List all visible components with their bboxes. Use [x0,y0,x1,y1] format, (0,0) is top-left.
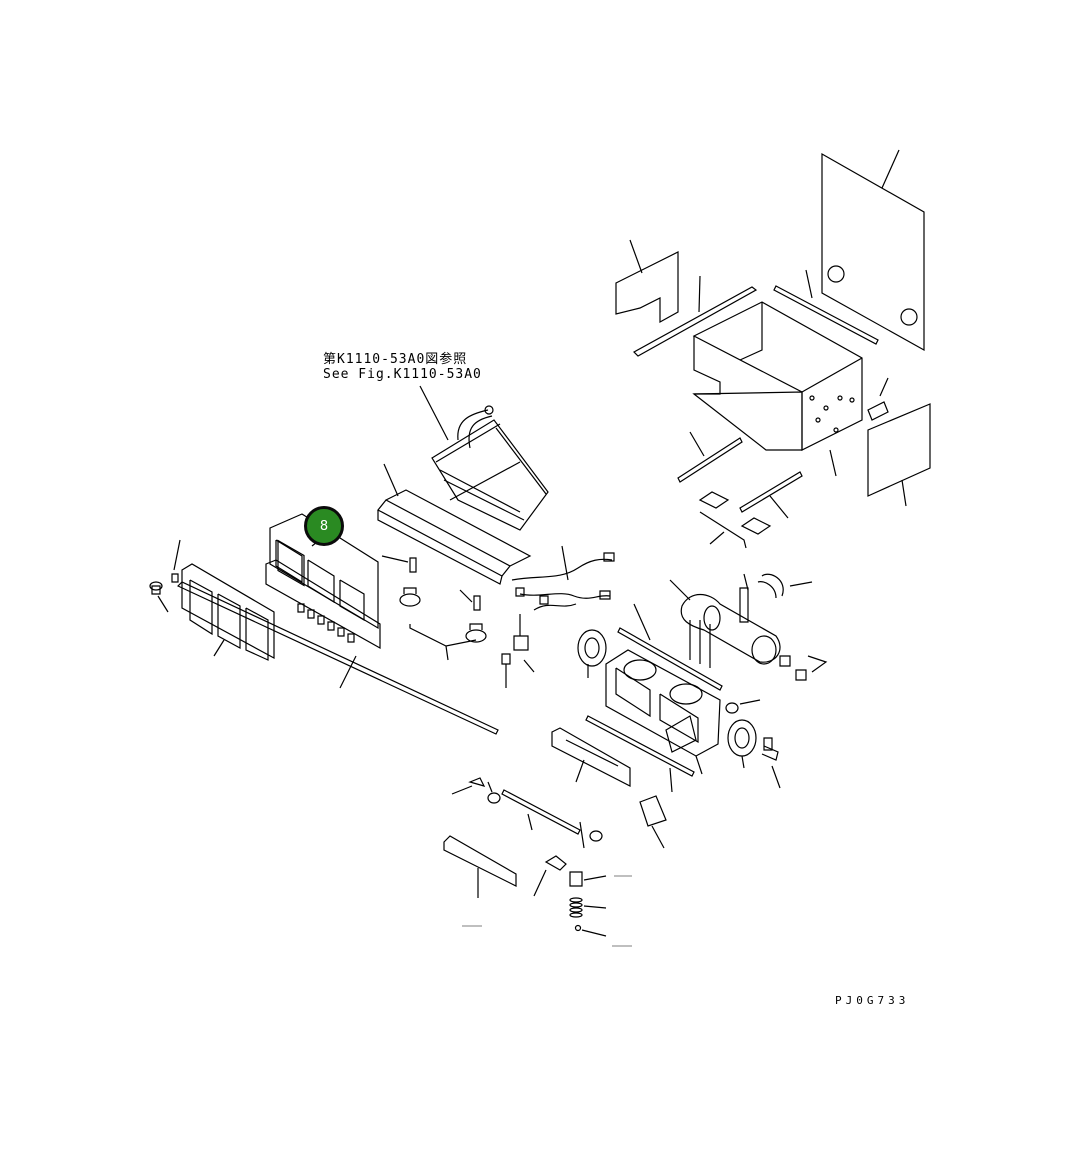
spring [570,898,606,936]
label-plate [868,378,888,420]
pad-pieces [700,492,770,548]
seal-strip-lower [678,432,802,518]
wire-harness [512,546,614,610]
damper-door [640,796,666,848]
air-duct [670,580,780,664]
leader-ticks [462,876,632,946]
relay-resistor [502,614,534,688]
rear-cover-panel [822,150,924,350]
callout-number: 8 [319,518,329,534]
unit-case [694,302,862,476]
link-shaft [452,778,602,848]
bracket-right-lower [762,738,780,788]
gasket-ring-right [728,720,756,768]
front-grille [182,564,274,660]
reference-label-en: See Fig.K1110-53A0 [323,367,482,382]
evaporator-core [420,386,548,530]
side-plate-small [616,240,678,322]
blower-rails [586,604,722,792]
nut [726,700,760,713]
lever-bracket [534,856,606,896]
control-panel [266,514,380,648]
screw-clip-left [150,540,180,612]
filter-plate [552,728,630,786]
figure-code: PJ0G733 [835,994,910,1007]
connectors-right [780,656,826,680]
gasket-ring-left [578,630,606,678]
duct-clamp [740,574,812,622]
seal-strip-upper-right [774,270,878,344]
trim-strip [178,582,498,734]
knobs-switches [382,556,486,660]
callout-badge[interactable]: 8 [304,506,344,546]
blower-housing [606,650,720,774]
cover-plate-lower [444,836,516,898]
evaporator-tray [378,464,530,584]
seal-strip-upper-left [634,276,756,356]
reference-label-jp: 第K1110-53A0図参照 [323,352,468,367]
side-cover-right [868,404,930,506]
